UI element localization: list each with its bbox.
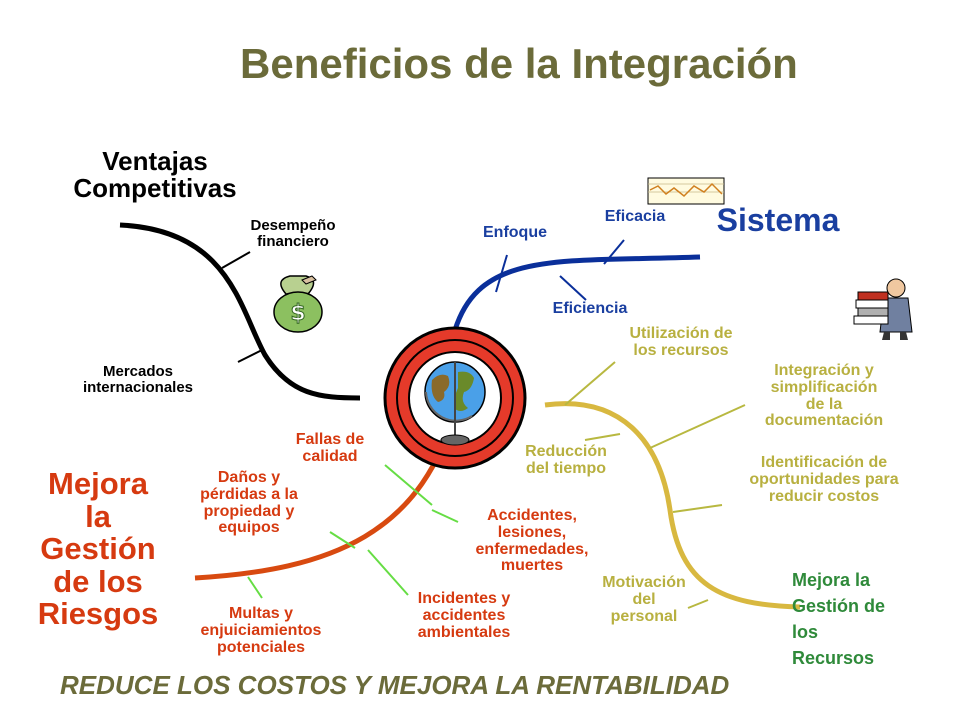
- leaf-desempeno: Desempeño financiero: [250, 217, 336, 250]
- connector-eficiencia: [559, 275, 587, 301]
- connector-mercados: [237, 349, 263, 363]
- connector-fallas: [384, 464, 433, 506]
- branch-label-risk: Mejora la Gestión de los Riesgos: [37, 466, 159, 632]
- page-title: Beneficios de la Integración: [240, 40, 798, 87]
- leaf-danos: Daños y pérdidas a la propiedad y equipo…: [200, 469, 298, 537]
- money-bag-icon: $: [273, 275, 323, 333]
- connector-danos: [329, 531, 356, 549]
- connector-enfoque: [495, 254, 508, 293]
- leaf-enfoque: Enfoque: [483, 224, 547, 241]
- connector-accidentes: [431, 509, 459, 523]
- leaf-mercados: Mercados internacionales: [82, 363, 194, 396]
- leaf-accidentes: Accidentes, lesiones, enfermedades, muer…: [475, 507, 589, 575]
- branch-label-resources: Mejora la Gestión de los Recursos: [792, 570, 886, 669]
- connector-motivacion: [687, 599, 709, 609]
- connector-utilizacion: [564, 361, 616, 406]
- connector-incidentes: [367, 549, 409, 596]
- footer-tagline: REDUCE LOS COSTOS Y MEJORA LA RENTABILID…: [60, 670, 730, 700]
- connector-eficacia: [603, 239, 625, 265]
- leaf-incidentes: Incidentes y accidentes ambientales: [417, 590, 511, 641]
- branch-label-competitive: Ventajas Competitivas: [73, 146, 237, 204]
- connector-multas: [247, 576, 263, 599]
- leaf-utilizacion: Utilización de los recursos: [629, 325, 733, 359]
- system-branch-line: [452, 254, 701, 331]
- leaf-integracion: Integración y simplificación de la docum…: [764, 362, 884, 430]
- leaf-motivacion: Motivación del personal: [602, 574, 686, 625]
- leaf-multas: Multas y enjuiciamientos potenciales: [200, 605, 322, 656]
- leaf-eficiencia: Eficiencia: [552, 300, 628, 317]
- competitive-branch-line: [119, 222, 361, 401]
- connector-financiero: [221, 251, 251, 269]
- resources-branch-line: [544, 401, 801, 610]
- connector-identificacion: [672, 504, 723, 513]
- person-with-documents-icon: [853, 278, 913, 340]
- leaf-identificacion: Identificación de oportunidades para red…: [749, 454, 899, 505]
- globe-icon: [383, 326, 527, 470]
- leaf-fallas: Fallas de calidad: [295, 431, 365, 465]
- connector-integracion: [649, 404, 746, 449]
- connector-reduccion: [584, 433, 621, 441]
- leaf-eficacia: Eficacia: [604, 208, 666, 225]
- branch-label-system: Sistema: [716, 202, 840, 238]
- svg-text:$: $: [290, 301, 305, 326]
- leaf-reduccion: Reducción del tiempo: [525, 443, 607, 477]
- chart-icon: [647, 177, 725, 205]
